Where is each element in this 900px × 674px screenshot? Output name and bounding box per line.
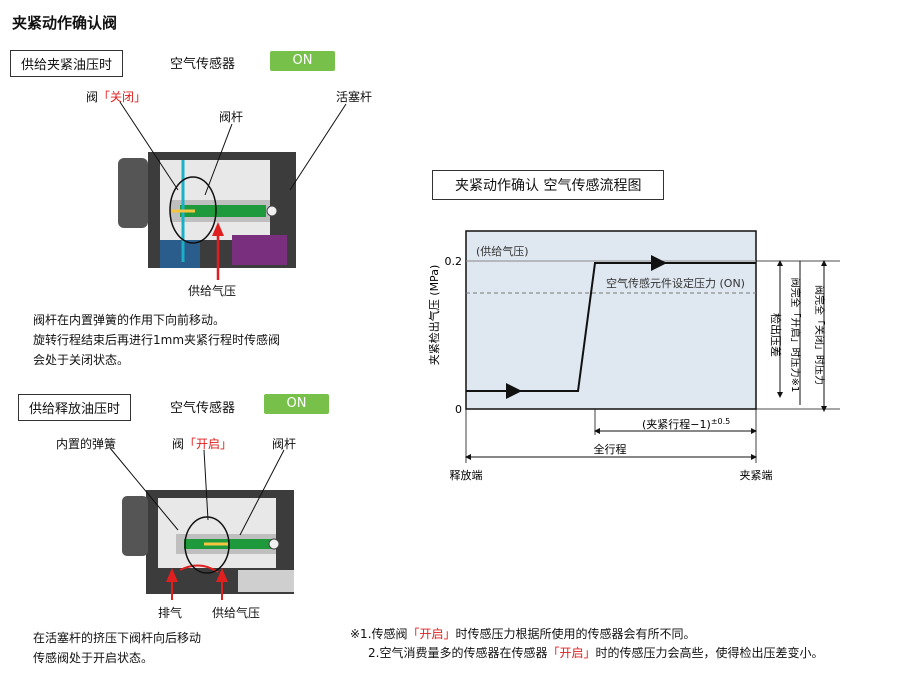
detect-diff-label: 检出压差 [769, 313, 783, 357]
valve-closed-label: 阀「关闭」 [86, 90, 147, 104]
clamp-end-label: 夹紧端 [740, 469, 773, 482]
setting-pressure-label: 空气传感元件设定压力 (ON) [606, 276, 745, 290]
flow-title: 夹紧动作确认 空气传感流程图 [432, 170, 665, 200]
air-sensor-label: 空气传感器 [170, 57, 236, 72]
top-description: 阀杆在内置弹簧的作用下向前移动。 旋转行程结束后再进行1mm夹紧行程时传感阀 会… [33, 313, 281, 367]
supply-line-label: (供给气压) [476, 244, 529, 258]
exhaust-label: 排气 [158, 606, 183, 620]
status-badge-on-2: ON [264, 394, 329, 414]
release-end-label: 释放端 [450, 468, 483, 482]
pressure-curve [466, 262, 756, 392]
y-axis-label: 夹紧检出气压 (MPa) [427, 265, 441, 365]
clamp-pressure-box: 供给夹紧油压时 [10, 50, 124, 77]
open-valve-illustration [109, 447, 294, 600]
release-pressure-box: 供给释放油压时 [18, 394, 132, 421]
full-stroke-label: 全行程 [594, 442, 627, 456]
supply-pressure-label-2: 供给气压 [212, 606, 261, 620]
tick-02: 0.2 [445, 255, 463, 268]
valve-close-pressure-label: 阀完全「关闭」时压力 [813, 285, 826, 385]
valve-open-pressure-label: 阀完全「开启」时压力※1 [789, 278, 802, 393]
clamp-stroke-label: (夹紧行程−1)±0.5 [642, 417, 730, 431]
status-badge-on: ON [270, 51, 335, 71]
stem-label: 阀杆 [219, 110, 244, 124]
air-sensor-label-2: 空气传感器 [170, 401, 236, 416]
spring-label: 内置的弹簧 [56, 437, 117, 451]
note-1: ※1.传感阀「开启」时传感压力根据所使用的传感器会有所不同。 [350, 627, 696, 641]
page-title: 夹紧动作确认阀 [12, 14, 118, 32]
bottom-description: 在活塞杆的挤压下阀杆向后移动 传感阀处于开启状态。 [33, 631, 202, 665]
air-sensing-flowchart: 0.2 0 夹紧检出气压 (MPa) (供给气压) 空气传感元件设定压力 (ON… [427, 230, 840, 482]
supply-pressure-label: 供给气压 [188, 284, 237, 298]
tick-0: 0 [455, 403, 462, 416]
note-2: 2.空气消费量多的传感器在传感器「开启」时的传感压力会高些，使得检出压差变小。 [368, 646, 824, 660]
valve-open-label: 阀「开启」 [172, 437, 233, 451]
closed-valve-illustration [118, 101, 347, 280]
stem-label-2: 阀杆 [272, 437, 297, 451]
piston-rod-label: 活塞杆 [336, 90, 373, 104]
